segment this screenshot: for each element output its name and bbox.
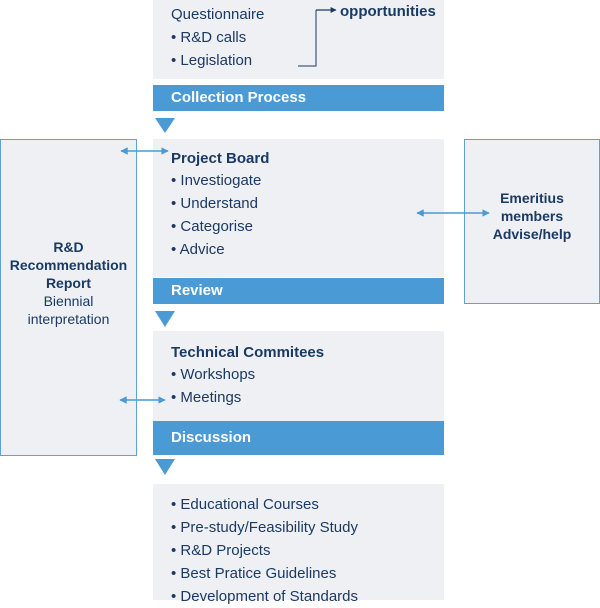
discussion-band: Discussion (153, 421, 444, 455)
emeritius-text: Emeritius members Advise/help (464, 189, 600, 243)
emeritius-line: members (500, 208, 564, 224)
rd-report-title-line: Report (45, 275, 92, 291)
technical-committees-content: Technical Commitees • Workshops • Meetin… (171, 344, 324, 409)
rd-report-box (0, 139, 137, 456)
rd-report-sub-line: Biennial (43, 293, 94, 309)
output-item: • Educational Courses (171, 496, 319, 513)
rd-report-sub-line: interpretation (27, 311, 110, 327)
output-item: • Development of Standards (171, 588, 359, 605)
project-board-box (153, 139, 444, 277)
project-board-item: • Categorise (171, 218, 253, 235)
top-item-legislation: • Legislation (171, 52, 253, 69)
technical-committees-box (153, 331, 444, 421)
project-board-title: Project Board (171, 150, 270, 167)
outputs-list: • Educational Courses • Pre-study/Feasib… (171, 493, 358, 608)
project-board-content: Project Board • Investiogate • Understan… (171, 150, 269, 261)
rd-report-title-line: Recommendation (9, 257, 128, 273)
outputs-box (153, 484, 444, 600)
top-item-rd-calls: • R&D calls (171, 29, 247, 46)
top-item-questionnaire: Questionnaire (171, 6, 265, 23)
opportunities-label: opportunities (340, 3, 436, 20)
down-arrow-icon (155, 118, 175, 133)
collection-process-band: Collection Process (153, 85, 444, 111)
review-band: Review (153, 278, 444, 304)
technical-item: • Meetings (171, 389, 242, 406)
emeritius-box (464, 139, 600, 304)
output-item: • Pre-study/Feasibility Study (171, 519, 358, 536)
project-board-item: • Investiogate (171, 172, 262, 189)
down-arrow-icon (155, 459, 175, 475)
emeritius-line: Advise/help (492, 226, 572, 242)
top-box-items: Questionnaire • R&D calls • Legislation (171, 3, 264, 72)
output-item: • R&D Projects (171, 542, 271, 559)
project-board-item: • Advice (171, 241, 225, 258)
emeritius-line: Emeritius (500, 190, 564, 206)
output-item: • Best Pratice Guidelines (171, 565, 337, 582)
rd-report-title-line: R&D (53, 239, 84, 255)
down-arrow-icon (155, 311, 175, 327)
technical-committees-title: Technical Commitees (171, 344, 325, 361)
technical-item: • Workshops (171, 366, 256, 383)
project-board-item: • Understand (171, 195, 258, 212)
rd-report-text: R&D Recommendation Report Biennial inter… (0, 238, 137, 328)
